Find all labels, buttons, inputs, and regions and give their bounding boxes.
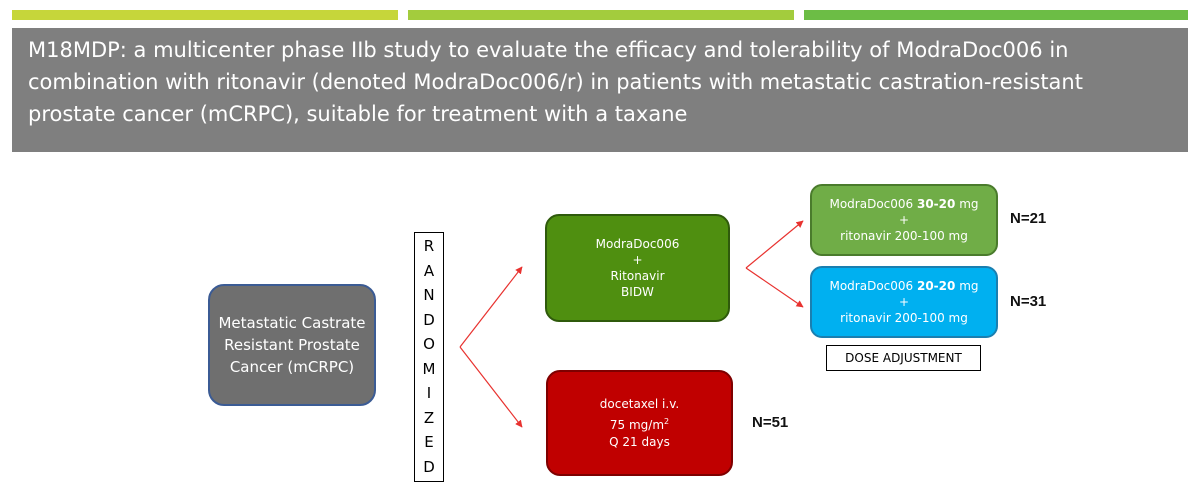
accent-bar-1 — [12, 10, 398, 20]
randomized-letter: R — [423, 237, 435, 255]
slide-title: M18MDP: a multicenter phase IIb study to… — [12, 28, 1188, 152]
dose-adjustment-label: DOSE ADJUSTMENT — [826, 345, 981, 371]
dose-1-unit: mg — [955, 197, 979, 211]
docetaxel-line-3: Q 21 days — [609, 434, 670, 449]
modradoc-arm-box: ModraDoc006 + Ritonavir BIDW — [545, 214, 730, 322]
dose-1-drug: ModraDoc006 — [829, 197, 917, 211]
dose-2-box: ModraDoc006 20-20 mg + ritonavir 200-100… — [810, 266, 998, 338]
dose-1-line-1: ModraDoc006 30-20 mg — [829, 196, 978, 212]
docetaxel-line-2: 75 mg/m2 — [610, 413, 669, 434]
dose-2-line-3: ritonavir 200-100 mg — [840, 311, 968, 325]
randomized-letter: N — [423, 286, 435, 305]
dose-1-line-3: ritonavir 200-100 mg — [840, 229, 968, 243]
population-line-1: Metastatic Castrate — [218, 314, 366, 332]
randomized-letter: M — [422, 359, 436, 378]
accent-bar-2 — [408, 10, 794, 20]
modra-arm-line-3: Ritonavir — [610, 269, 665, 283]
randomized-letter: E — [424, 433, 434, 452]
arrow-to-dose-1 — [745, 220, 804, 269]
randomized-letter: I — [426, 384, 432, 403]
arrow-to-docetaxel-arm — [459, 346, 523, 428]
randomized-letter: D — [423, 310, 435, 329]
docetaxel-dose-value: 75 mg/m — [609, 417, 665, 432]
n-dose-2-label: N=31 — [1010, 293, 1047, 310]
dose-2-drug: ModraDoc006 — [829, 279, 917, 293]
dose-1-plus: + — [898, 213, 910, 227]
docetaxel-dose-exponent: 2 — [664, 416, 670, 426]
dose-1-amount: 30-20 — [916, 197, 956, 211]
docetaxel-arm-box: docetaxel i.v. 75 mg/m2 Q 21 days — [546, 370, 733, 476]
docetaxel-line-1: docetaxel i.v. — [599, 396, 680, 411]
slide-title-text: M18MDP: a multicenter phase IIb study to… — [28, 38, 1083, 126]
dose-1-box: ModraDoc006 30-20 mg + ritonavir 200-100… — [810, 184, 998, 256]
population-box: Metastatic Castrate Resistant Prostate C… — [208, 284, 376, 406]
arrow-to-dose-2 — [745, 267, 804, 308]
randomized-letter: D — [423, 457, 435, 476]
dose-2-unit: mg — [955, 279, 979, 293]
randomized-letter: A — [423, 261, 435, 280]
randomized-box: R A N D O M I Z E D — [414, 232, 444, 482]
population-line-2: Resistant Prostate — [224, 336, 360, 354]
dose-2-amount: 20-20 — [916, 279, 956, 293]
modra-arm-line-2: + — [632, 253, 643, 267]
accent-bar-3 — [804, 10, 1188, 20]
n-docetaxel-label: N=51 — [752, 414, 789, 431]
modra-arm-line-1: ModraDoc006 — [595, 237, 680, 251]
randomized-letter: Z — [423, 408, 435, 427]
arrow-to-modra-arm — [459, 266, 523, 348]
population-line-3: Cancer (mCRPC) — [229, 358, 355, 376]
n-dose-1-label: N=21 — [1010, 210, 1047, 227]
dose-2-plus: + — [898, 295, 910, 309]
randomized-letter: O — [423, 335, 435, 354]
dose-2-line-1: ModraDoc006 20-20 mg — [829, 278, 978, 294]
modra-arm-line-4: BIDW — [621, 285, 654, 299]
